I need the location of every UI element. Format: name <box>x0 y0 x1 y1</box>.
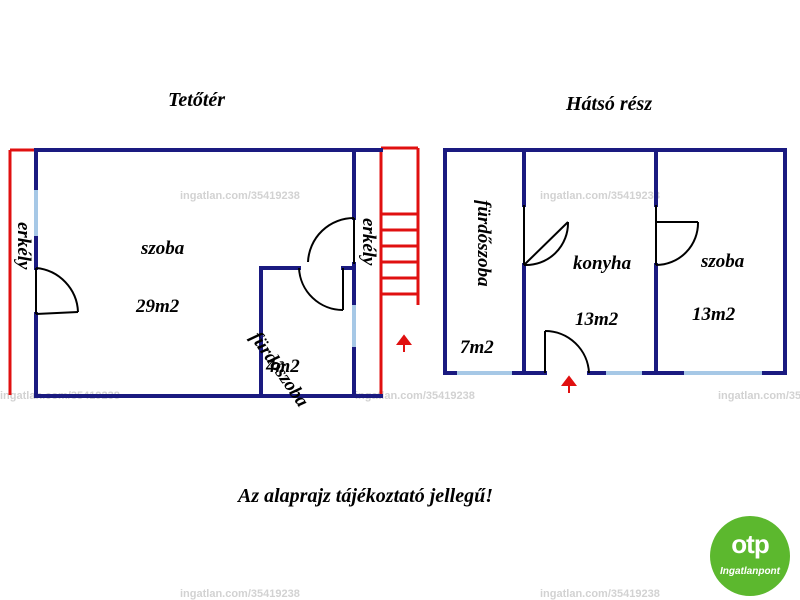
watermark: ingatlan.com/35419238 <box>180 588 300 600</box>
left-walls <box>34 148 383 398</box>
entrance-arrow <box>561 375 577 393</box>
left-plan-title: Tetőtér <box>168 89 226 111</box>
entrance-arrow <box>396 334 412 352</box>
left-balcony <box>8 148 36 395</box>
logo-sub-text: Ingatlanpont <box>720 566 780 577</box>
room-name: konyha <box>573 253 632 274</box>
right-doors <box>523 205 700 374</box>
room-area: 13m2 <box>692 304 736 325</box>
room-area: 7m2 <box>460 337 494 358</box>
room-name: fürdőszoba <box>473 200 494 287</box>
room-name: szoba <box>141 238 185 259</box>
balcony-label: erkély <box>13 222 34 270</box>
room-name: szoba <box>701 251 745 272</box>
room-area: 4m2 <box>266 356 300 377</box>
otp-logo: otp Ingatlanpont <box>710 516 790 596</box>
right-plan-title: Hátsó rész <box>566 93 653 115</box>
staircase <box>379 146 420 395</box>
left-doors <box>35 216 355 315</box>
logo-main-text: otp <box>731 529 769 559</box>
balcony-label: erkély <box>358 218 379 266</box>
left-windows <box>34 190 356 347</box>
watermark: ingatlan.com/35419238 <box>540 588 660 600</box>
watermark: ingatlan.com/35419238 <box>718 390 800 402</box>
right-walls <box>443 148 787 375</box>
room-area: 13m2 <box>575 309 619 330</box>
watermark: ingatlan.com/35419238 <box>355 390 475 402</box>
room-area: 29m2 <box>136 296 180 317</box>
watermark: ingatlan.com/35419238 <box>180 190 300 202</box>
disclaimer-note: Az alaprajz tájékoztató jellegű! <box>238 485 494 507</box>
watermark: ingatlan.com/35419238 <box>540 190 660 202</box>
